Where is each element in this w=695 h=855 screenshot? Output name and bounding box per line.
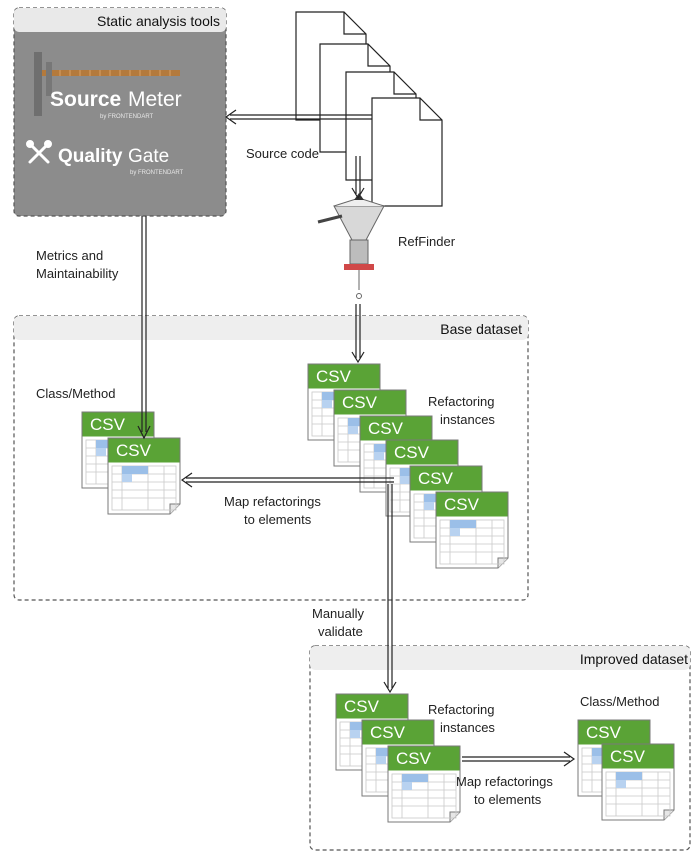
csv-file-icon: CSV — [435, 491, 509, 569]
source-code-label: Source code — [246, 146, 319, 161]
refactoring-instances-label-improved-line2: instances — [440, 720, 495, 735]
refactoring-instances-label-base-line2: instances — [440, 412, 495, 427]
svg-text:CSV: CSV — [342, 393, 378, 412]
svg-text:CSV: CSV — [394, 443, 430, 462]
csv-file-icon: CSV — [361, 719, 435, 797]
sourcemeter-word2: Meter — [128, 88, 182, 111]
class-method-csv-stack-improved: CSV CSV — [577, 719, 675, 821]
refactoring-csv-stack-base: CSV CSV CSV CSV CSV CSV — [307, 363, 509, 569]
caliper-jaw-icon — [34, 52, 42, 116]
tools-panel-title: Static analysis tools — [97, 13, 220, 29]
map-refactorings-label-improved-line1: Map refactorings — [456, 774, 553, 789]
svg-text:CSV: CSV — [396, 749, 432, 768]
csv-file-icon: CSV — [307, 363, 381, 441]
svg-text:CSV: CSV — [316, 367, 352, 386]
sourcemeter-logo: Source Meter by FRONTENDART — [34, 52, 182, 120]
svg-text:CSV: CSV — [418, 469, 454, 488]
metrics-label-line2: Maintainability — [36, 266, 119, 281]
map-refactorings-label-base-line1: Map refactorings — [224, 494, 321, 509]
source-code-documents — [295, 11, 443, 207]
improved-panel-title: Improved dataset — [580, 651, 688, 667]
svg-text:CSV: CSV — [368, 419, 404, 438]
source-document — [371, 97, 443, 207]
refactoring-csv-stack-improved: CSV CSV CSV — [335, 693, 461, 823]
csv-file-icon: CSV — [577, 719, 651, 797]
reffinder-funnel-icon — [317, 193, 385, 299]
refactoring-instances-label-base-line1: Refactoring — [428, 394, 494, 409]
caliper-slider-icon — [46, 62, 52, 96]
svg-text:CSV: CSV — [116, 441, 152, 460]
svg-text:CSV: CSV — [344, 697, 380, 716]
svg-text:CSV: CSV — [586, 723, 622, 742]
connectors — [137, 109, 576, 767]
csv-file-icon: CSV — [387, 745, 461, 823]
class-method-label-base: Class/Method — [36, 386, 115, 401]
csv-file-icon: CSV — [107, 437, 181, 515]
svg-text:CSV: CSV — [90, 415, 126, 434]
arrow-map-refactorings-improved — [462, 751, 576, 767]
qualitygate-word2: Gate — [128, 146, 169, 167]
sourcemeter-byline: by FRONTENDART — [100, 114, 154, 120]
csv-file-icon: CSV — [335, 693, 409, 771]
map-refactorings-label-base-line2: to elements — [244, 512, 312, 527]
csv-file-icon: CSV — [81, 411, 155, 489]
base-panel-title: Base dataset — [440, 321, 522, 337]
map-refactorings-label-improved-line2: to elements — [474, 792, 542, 807]
arrow-tools-to-class-method — [137, 216, 151, 440]
qualitygate-byline: by FRONTENDART — [130, 170, 184, 176]
csv-file-icon: CSV — [601, 743, 675, 821]
qualitygate-logo: Quality Gate by FRONTENDART — [26, 140, 184, 176]
csv-file-icon: CSV — [333, 389, 407, 467]
static-analysis-tools-panel: Static analysis tools — [13, 7, 227, 217]
arrow-manual-validation — [383, 484, 397, 694]
arrow-source-to-reffinder — [351, 156, 365, 200]
crossed-tools-icon — [26, 140, 52, 164]
csv-file-icon: CSV — [359, 415, 433, 493]
csv-file-icon: CSV — [409, 465, 483, 543]
qualitygate-word1: Quality — [58, 146, 123, 167]
arrow-reffinder-to-refactorings — [351, 304, 365, 364]
svg-text:CSV: CSV — [370, 723, 406, 742]
metrics-label-line1: Metrics and — [36, 248, 103, 263]
class-method-label-improved: Class/Method — [580, 694, 659, 709]
reffinder-label: RefFinder — [398, 234, 456, 249]
sourcemeter-word1: Source — [50, 88, 121, 111]
class-method-csv-stack-base: CSV CSV — [81, 411, 181, 515]
arrow-map-refactorings-base — [180, 472, 394, 488]
svg-text:CSV: CSV — [444, 495, 480, 514]
arrow-source-to-tools — [224, 109, 372, 125]
csv-file-icon: CSV — [385, 439, 459, 517]
manually-validate-label-line1: Manually — [312, 606, 365, 621]
svg-text:CSV: CSV — [610, 747, 646, 766]
manually-validate-label-line2: validate — [318, 624, 363, 639]
refactoring-instances-label-improved-line1: Refactoring — [428, 702, 494, 717]
